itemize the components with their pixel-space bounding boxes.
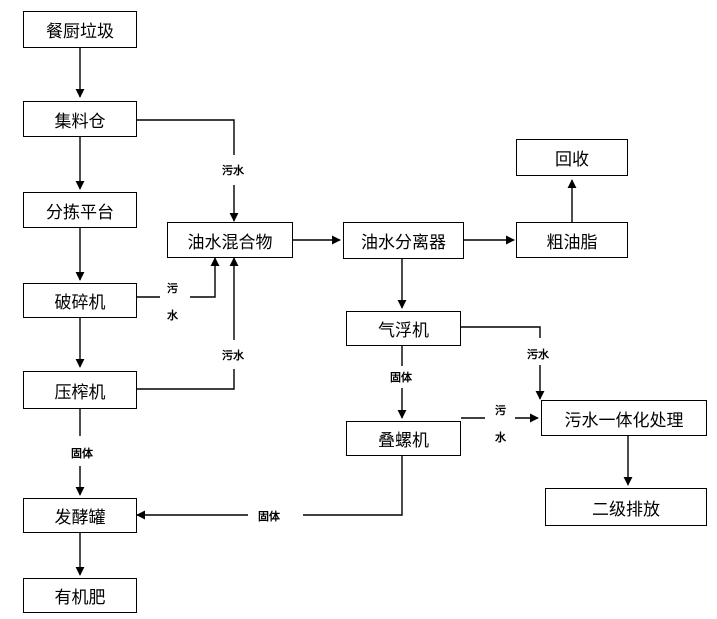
- label-wastewater-flotation: 污水: [527, 348, 549, 361]
- label-solid-press: 固体: [71, 447, 93, 460]
- node-fermentation-tank: 发酵罐: [23, 498, 137, 533]
- node-kitchen-waste: 餐厨垃圾: [23, 11, 137, 48]
- arrow-bin-wastewater: [137, 119, 234, 221]
- label-solid-flotation: 固体: [390, 371, 412, 384]
- label-wastewater-crusher-top: 污: [167, 282, 178, 295]
- label-wastewater-screw-top: 污: [495, 404, 506, 417]
- node-sorting-platform: 分拣平台: [23, 192, 137, 228]
- label-solid-screw: 固体: [258, 510, 280, 523]
- node-collection-bin: 集料仓: [23, 101, 137, 137]
- node-oil-water-mixture: 油水混合物: [167, 222, 293, 258]
- node-crude-grease: 粗油脂: [516, 222, 628, 258]
- label-wastewater-press: 污水: [222, 349, 244, 362]
- label-wastewater-bin: 污水: [222, 164, 244, 177]
- node-secondary-discharge: 二级排放: [545, 488, 707, 526]
- arrow-press-wastewater: [137, 258, 234, 390]
- arrow-screw-solid: [137, 456, 403, 515]
- arrow-flotation-wastewater: [461, 326, 540, 399]
- arrow-crusher-wastewater: [137, 258, 215, 298]
- label-wastewater-crusher-bottom: 水: [167, 309, 178, 322]
- label-wastewater-screw-bottom: 水: [495, 431, 506, 444]
- node-recovery: 回收: [516, 139, 628, 176]
- node-integrated-treatment: 污水一体化处理: [541, 400, 707, 436]
- node-oil-water-separator: 油水分离器: [343, 222, 464, 259]
- node-press: 压榨机: [23, 371, 137, 409]
- node-air-flotation: 气浮机: [346, 311, 461, 346]
- node-screw-press: 叠螺机: [346, 421, 461, 456]
- node-organic-fertilizer: 有机肥: [23, 578, 137, 613]
- node-crusher: 破碎机: [23, 283, 137, 318]
